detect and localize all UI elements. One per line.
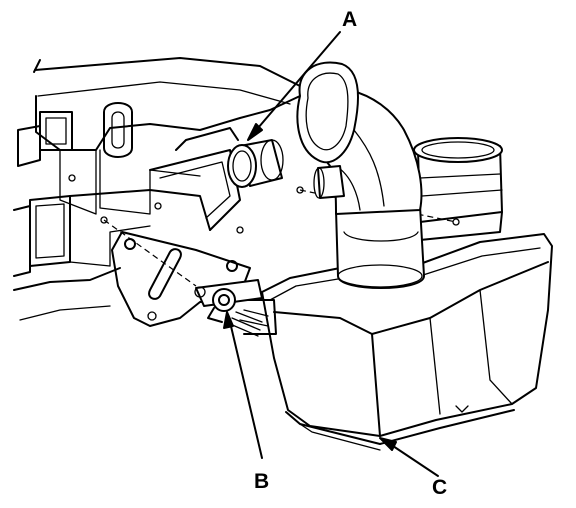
intake-hose <box>296 61 425 289</box>
leader-line-c <box>379 437 439 477</box>
mounting-bracket <box>103 219 251 327</box>
callout-b: B <box>254 470 269 493</box>
air-cleaner-housing <box>235 233 553 451</box>
throttle-body-port <box>227 139 284 188</box>
engine-background <box>13 57 304 321</box>
leader-line-b <box>223 311 263 459</box>
air-inlet-duct <box>299 137 503 241</box>
leader-line-a <box>247 31 341 141</box>
bolt <box>194 279 263 337</box>
callout-a: A <box>342 8 357 31</box>
callout-c: C <box>432 476 447 499</box>
